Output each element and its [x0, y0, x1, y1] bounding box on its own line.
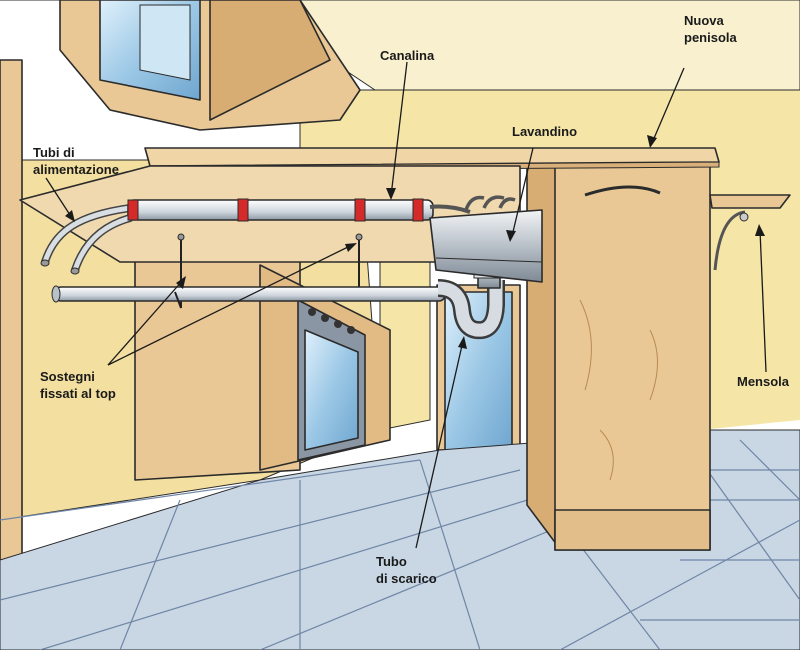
label-tubi-2: alimentazione: [33, 162, 119, 177]
back-door: [436, 284, 521, 451]
labels: Canalina Nuova penisola Lavandino Tubi d…: [33, 13, 790, 586]
label-mensola: Mensola: [737, 374, 790, 389]
callout-leaders: [45, 61, 767, 549]
label-sostegni-2: fissati al top: [40, 386, 116, 401]
label-sostegni-1: Sostegni: [40, 369, 95, 384]
peninsula-cabinet: [526, 164, 711, 551]
supply-pipes: [40, 204, 134, 275]
background-cabinets: [134, 259, 391, 481]
canalina-duct: [127, 198, 471, 222]
label-tubo-2: di scarico: [376, 571, 437, 586]
label-tubo-1: Tubo: [376, 554, 407, 569]
label-nuova-penisola-2: penisola: [684, 30, 738, 45]
label-tubi-1: Tubi di: [33, 145, 75, 160]
label-canalina: Canalina: [380, 48, 435, 63]
drain-pipe: [51, 261, 505, 340]
mensola-shelf: [709, 194, 791, 271]
upper-cabinets: [59, 0, 361, 131]
label-lavandino: Lavandino: [512, 124, 577, 139]
label-nuova-penisola-1: Nuova: [684, 13, 725, 28]
